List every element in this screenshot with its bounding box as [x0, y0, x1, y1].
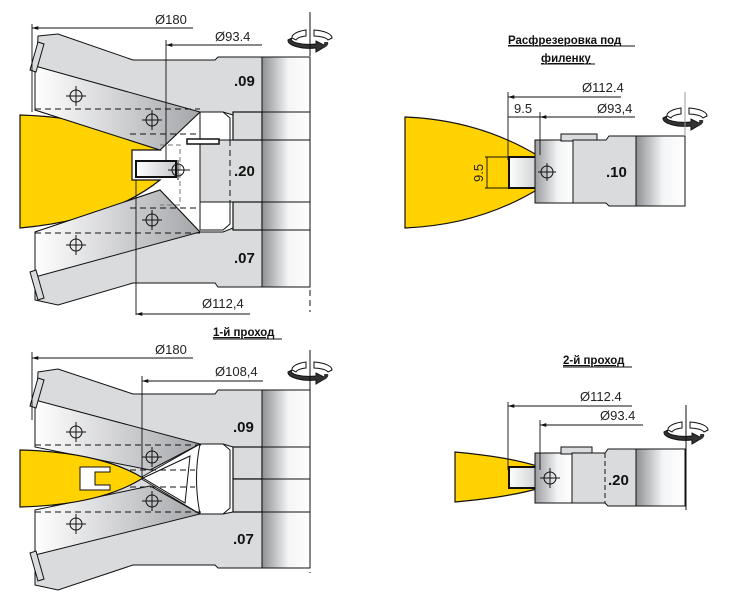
dim-outer-diameter: Ø180 — [155, 342, 187, 357]
panel-title: Расфрезеровка под — [508, 35, 622, 47]
segment-label: .07 — [233, 531, 254, 548]
panel-top-left: Ø180 Ø93.4 Ø112,4 .09 .20 .07 — [19, 12, 333, 316]
hub — [635, 135, 686, 207]
segment-label: .09 — [234, 73, 255, 90]
panel-bottom-left: 1-й проход — [19, 327, 333, 591]
dim-width: 9.5 — [514, 101, 532, 116]
panel-title: филенку — [541, 53, 591, 65]
dim-inner-diameter: Ø108,4 — [215, 364, 258, 379]
dim-inner-diameter: Ø93,4 — [597, 101, 632, 116]
panel-title: 2-й проход — [563, 355, 625, 367]
dim-bottom-diameter: Ø112,4 — [202, 296, 244, 311]
segment-label: .10 — [606, 164, 627, 181]
hub — [635, 448, 686, 507]
panel-bottom-right: 2-й проход Ø112.4 Ø93.4 .20 — [454, 355, 709, 510]
segment-label: .20 — [608, 472, 629, 489]
hub — [261, 56, 311, 288]
segment-label: .09 — [233, 419, 254, 436]
panel-top-right: Расфрезеровка под филенку Ø112.4 Ø93,4 9… — [404, 35, 708, 229]
segment-label: .20 — [234, 163, 255, 180]
dim-outer-diameter: Ø180 — [155, 12, 187, 27]
dim-outer-diameter: Ø112.4 — [580, 389, 622, 404]
dim-height: 9.5 — [471, 164, 486, 182]
panel-title: 1-й проход — [213, 327, 275, 339]
dim-outer-diameter: Ø112.4 — [582, 80, 624, 95]
dim-inner-diameter: Ø93.4 — [215, 29, 250, 44]
segment-label: .07 — [234, 250, 255, 267]
dim-inner-diameter: Ø93.4 — [600, 408, 635, 423]
